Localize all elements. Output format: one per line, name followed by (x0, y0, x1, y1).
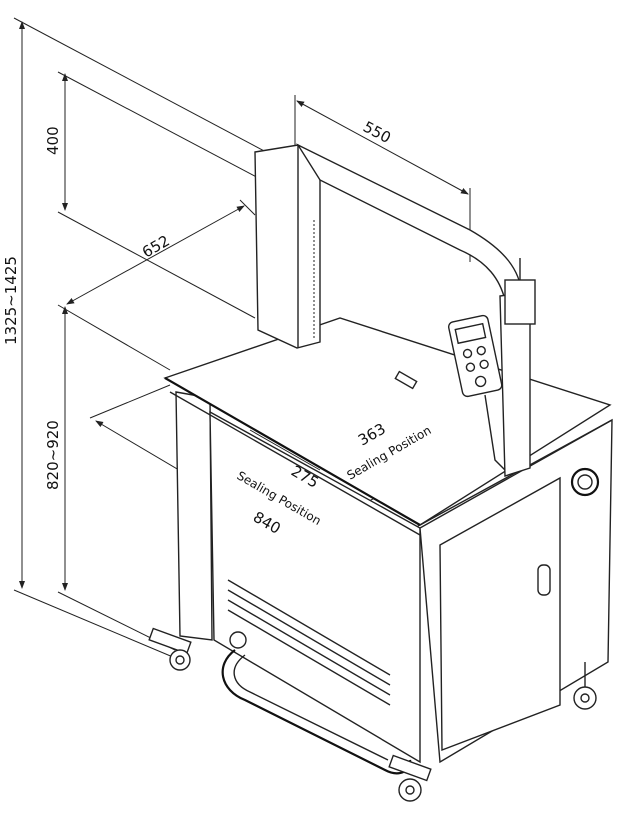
table-height-label: 820~920 (44, 420, 62, 490)
overall-height-label: 1325~1425 (2, 256, 20, 345)
arch-height-label: 400 (44, 126, 62, 155)
caster-back-right (573, 662, 597, 710)
front-panel (209, 410, 421, 764)
arch-top (296, 143, 523, 301)
caster-front-left (148, 627, 192, 671)
sensor-box (504, 279, 536, 325)
table-depth-label: 652 (139, 232, 173, 262)
strap-inlet (570, 467, 600, 497)
door-handle (537, 564, 551, 596)
left-leg (175, 391, 213, 641)
machine (148, 143, 613, 802)
caster-front-right (388, 754, 432, 802)
cabinet-door (439, 476, 561, 752)
control-panel (447, 314, 503, 398)
arch-left-column (254, 144, 321, 349)
arch-width-label: 550 (360, 118, 394, 147)
caster-back-left (229, 631, 247, 649)
